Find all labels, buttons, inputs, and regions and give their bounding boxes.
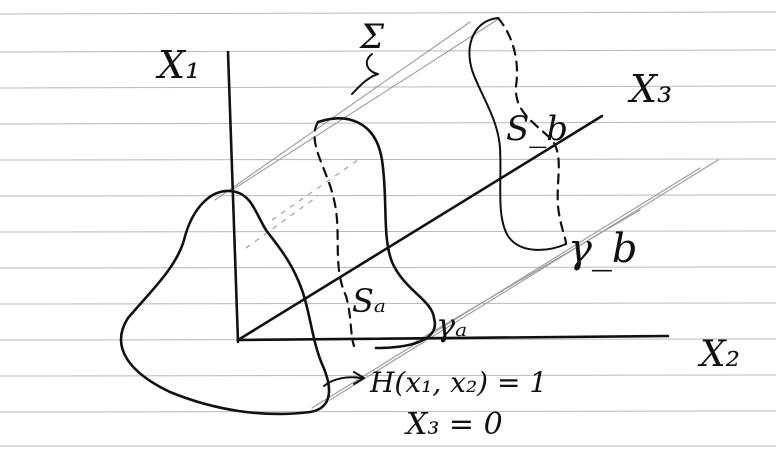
x2-label: X₂ [697, 334, 740, 375]
x1-axis [226, 50, 240, 344]
ruled-line [0, 11, 776, 15]
arrow-head [353, 371, 365, 385]
ruled-line [0, 410, 776, 413]
cross-section-sa [313, 117, 437, 350]
ruled-line [0, 194, 776, 197]
ruled-line [0, 49, 776, 53]
boundary-equation: H(x₁, x₂) = 1 [369, 366, 547, 399]
sb-hidden-edge [496, 16, 568, 246]
generator-line [409, 209, 641, 346]
x3-label: X₃ [627, 67, 672, 111]
ruled-lines [0, 11, 776, 447]
sigma-label: Σ [358, 17, 385, 57]
arrow-shaft [323, 376, 363, 387]
ruled-line [0, 158, 776, 161]
gamma-a-label: γₐ [436, 306, 467, 344]
sb-label: S_b [506, 109, 568, 149]
generator-line [231, 17, 501, 191]
ruled-line [0, 121, 776, 125]
generator-line [214, 21, 471, 201]
ruled-line [0, 85, 776, 89]
base-cross-section [119, 189, 331, 416]
x3-axis [236, 114, 604, 342]
sigma-pointer [351, 53, 379, 95]
ruled-line [0, 230, 776, 233]
generator-line-hidden [245, 195, 319, 249]
axes [226, 50, 670, 344]
cylinder-generators [214, 17, 719, 409]
ruled-line [0, 374, 776, 377]
ruled-line [0, 302, 776, 305]
sa-hidden-edge [313, 120, 356, 348]
ruled-line [0, 266, 776, 269]
gamma-b-label: γ_b [568, 226, 638, 272]
labels: X₁ Σ X₃ S_b γ_b Sₐ γₐ X₂ H(x₁, x₂) = 1 X… [155, 17, 740, 442]
sa-label: Sₐ [352, 282, 386, 320]
x1-label: X₁ [155, 43, 200, 87]
annotation-arrow [323, 371, 365, 387]
x2-axis [236, 334, 670, 342]
plane-equation: X₃ = 0 [404, 407, 503, 442]
gamma-a-curve [316, 117, 437, 350]
generator-line-hidden [271, 159, 359, 221]
generator-line [329, 159, 719, 401]
cross-section-sb [468, 16, 568, 251]
gamma-b-curve [468, 17, 567, 251]
generator-line [311, 167, 701, 409]
